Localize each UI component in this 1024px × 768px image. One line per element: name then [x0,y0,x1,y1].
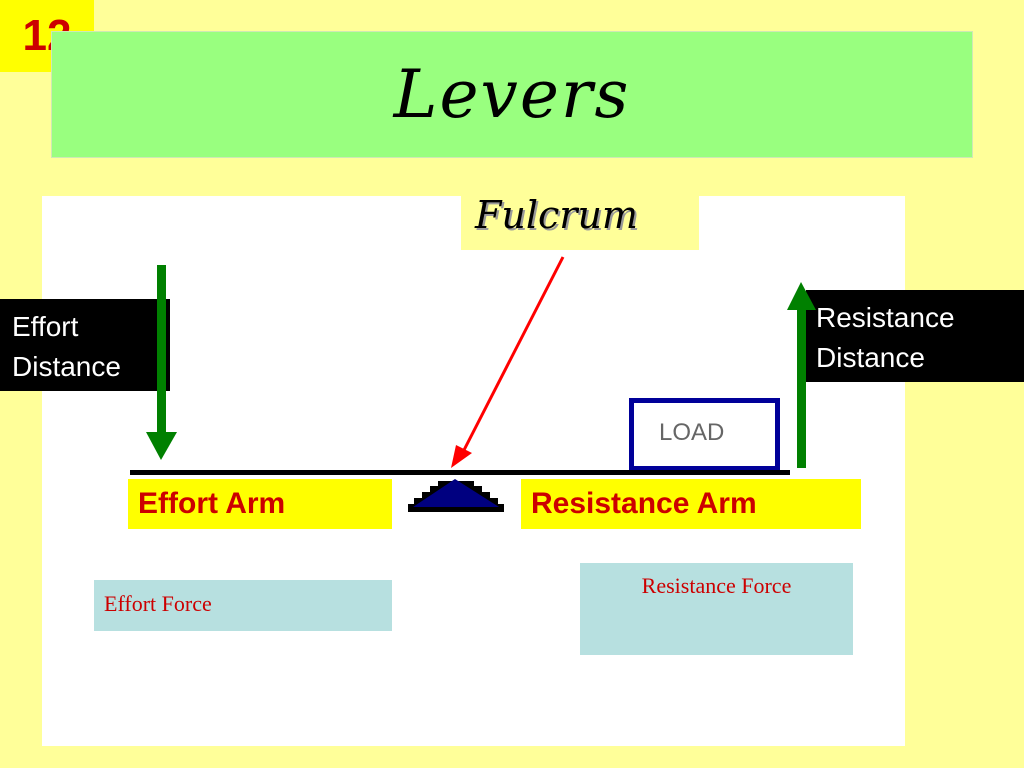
page-title: Levers [393,56,631,133]
effort-arm-text: Effort Arm [138,487,286,520]
load-label: LOAD [659,419,725,446]
fulcrum-label: Fulcrum [475,193,638,237]
resistance-distance-line2: Distance [816,342,925,373]
effort-force-box: Effort Force [94,580,392,631]
resistance-arm-label: Resistance Arm [521,479,861,529]
resistance-distance-label: Resistance Distance [806,290,1024,382]
effort-arm-label: Effort Arm [128,479,392,529]
fulcrum-label-box: Fulcrum [461,179,699,250]
effort-distance-label: Effort Distance [0,299,170,391]
resistance-distance-line1: Resistance [816,302,955,333]
resistance-force-box: Resistance Force [580,563,853,655]
load-box: LOAD [629,398,780,471]
diagram-panel [42,196,905,746]
effort-distance-line1: Effort [12,311,79,342]
effort-force-label: Effort Force [104,591,212,616]
title-banner: Levers [51,31,973,158]
resistance-force-label: Resistance Force [641,573,792,598]
effort-distance-line2: Distance [12,351,121,382]
resistance-arm-text: Resistance Arm [531,487,757,520]
